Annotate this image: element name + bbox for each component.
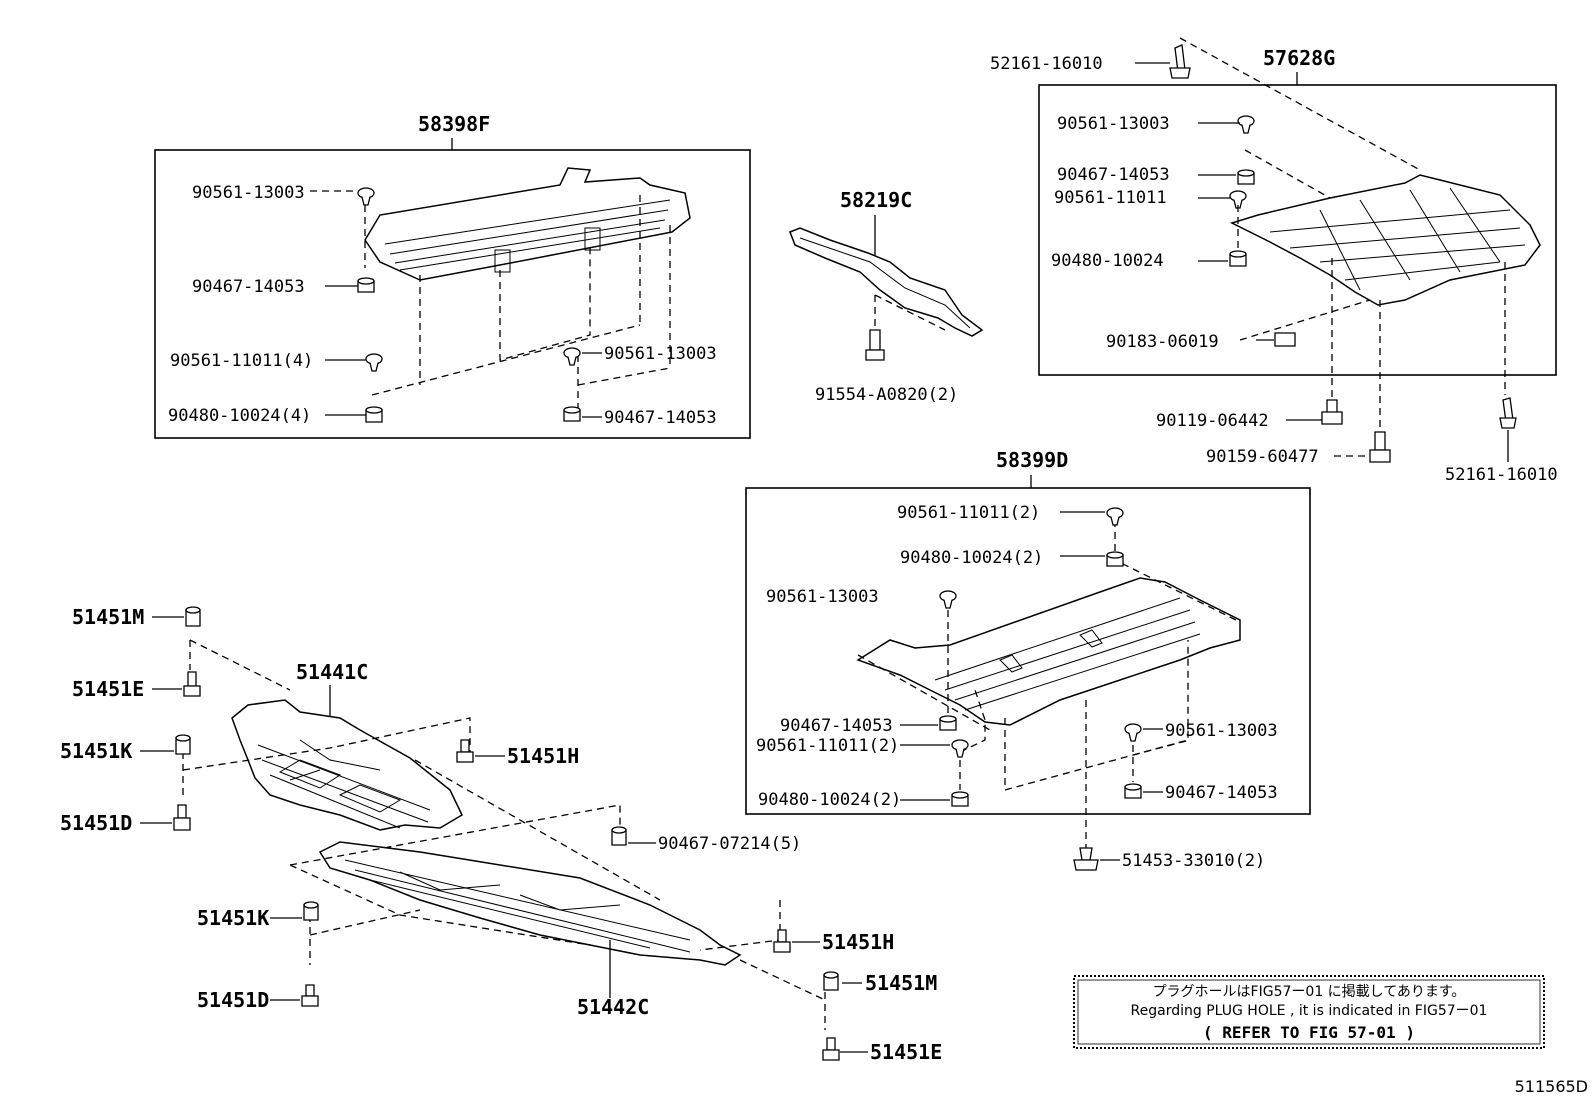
note-line-en: Regarding PLUG HOLE , it is indicated in… <box>1131 1003 1488 1019</box>
reference-note: プラグホールはFIG57ー01 に掲載してあります。 Regarding PLU… <box>1073 975 1545 1049</box>
part-label[interactable]: 90561-13003 <box>1165 721 1278 741</box>
group-label-51442C: 51442C <box>577 995 649 1019</box>
bolt-icon <box>185 606 201 627</box>
group-51442C: 51442C <box>318 841 742 1019</box>
group-51441C: 51441C <box>231 660 463 831</box>
under-cover-58399D[interactable] <box>856 577 1241 726</box>
clip-icon <box>951 739 969 758</box>
part-label[interactable]: 51451H <box>507 744 579 768</box>
bolt-icon <box>1321 399 1343 425</box>
part-label[interactable]: 90480-10024(4) <box>168 406 311 426</box>
part-label[interactable]: 90467-14053 <box>780 716 893 736</box>
part-label[interactable]: 51453-33010(2) <box>1122 851 1265 871</box>
engine-under-cover-51442C[interactable] <box>318 841 742 966</box>
bolt-icon <box>1369 431 1391 463</box>
group-58219C: 58219C 91554-A0820(2) <box>789 188 984 405</box>
note-line-jp: プラグホールはFIG57ー01 に掲載してあります。 <box>1153 984 1466 1000</box>
part-label[interactable]: 52161-16010 <box>990 54 1103 74</box>
part-label[interactable]: 90467-07214(5) <box>658 834 801 854</box>
clip-icon <box>563 347 581 366</box>
part-label[interactable]: 90561-13003 <box>766 587 879 607</box>
part-label[interactable]: 51451H <box>822 930 894 954</box>
clip-icon <box>1499 397 1517 429</box>
part-label[interactable]: 51451K <box>197 906 269 930</box>
part-label[interactable]: 90119-06442 <box>1156 411 1269 431</box>
part-label[interactable]: 90467-14053 <box>1057 165 1170 185</box>
part-label[interactable]: 91554-A0820(2) <box>815 385 958 405</box>
group-58398F: 58398F 90561-13003 90467-14053 90561-110… <box>154 112 751 439</box>
part-label[interactable]: 90467-14053 <box>604 408 717 428</box>
part-label[interactable]: 51451K <box>60 739 132 763</box>
clip-icon <box>1229 190 1247 209</box>
part-label[interactable]: 90561-11011 <box>1054 188 1167 208</box>
nut-icon <box>365 406 383 423</box>
clip-icon <box>1237 115 1255 134</box>
part-label[interactable]: 90467-14053 <box>1165 783 1278 803</box>
nut-icon <box>951 791 969 807</box>
clip-icon <box>303 901 319 921</box>
clip-icon <box>175 734 191 755</box>
clip-icon <box>365 353 383 372</box>
part-label[interactable]: 90561-11011(4) <box>170 351 313 371</box>
screw-icon <box>822 1037 840 1061</box>
part-label[interactable]: 90467-14053 <box>192 277 305 297</box>
clip-icon <box>1169 44 1191 79</box>
part-label[interactable]: 51451M <box>72 605 144 629</box>
note-box <box>1073 975 1545 1049</box>
screw-icon <box>301 984 319 1007</box>
group-box-58399D <box>745 487 1311 815</box>
part-label[interactable]: 51451E <box>72 677 144 701</box>
bolt-icon <box>611 826 627 846</box>
clip-nut-icon <box>1274 332 1296 347</box>
screw-icon <box>183 671 201 697</box>
clip-icon <box>357 187 375 206</box>
group-label-58399D: 58399D <box>996 448 1068 472</box>
part-label[interactable]: 90561-13003 <box>192 183 305 203</box>
group-58399D: 58399D 90561-11011(2) 90480-10024(2) 905… <box>745 448 1311 815</box>
part-label[interactable]: 51451E <box>870 1040 942 1064</box>
screw-icon <box>773 929 791 953</box>
screw-icon <box>173 804 191 831</box>
nut-icon <box>563 406 581 422</box>
clip-icon <box>939 590 957 609</box>
part-label[interactable]: 90480-10024 <box>1051 251 1164 271</box>
part-label[interactable]: 51451M <box>865 971 937 995</box>
part-label[interactable]: 90561-11011(2) <box>897 503 1040 523</box>
engine-under-cover-51441C[interactable] <box>231 699 463 831</box>
part-label[interactable]: 51451D <box>197 988 269 1012</box>
note-line-refer[interactable]: ( REFER TO FIG 57-01 ) <box>1203 1023 1415 1042</box>
clip-icon <box>1124 723 1142 742</box>
clip-icon <box>1106 507 1124 526</box>
part-label[interactable]: 90480-10024(2) <box>900 548 1043 568</box>
clip-icon <box>1073 847 1099 871</box>
nut-icon <box>1237 169 1255 185</box>
nut-icon <box>357 277 375 293</box>
diagram-code: 511565D <box>1515 1077 1588 1096</box>
part-label[interactable]: 90183-06019 <box>1106 332 1219 352</box>
nut-icon <box>1106 551 1124 567</box>
part-label[interactable]: 51451D <box>60 811 132 835</box>
group-label-58398F: 58398F <box>418 112 490 136</box>
group-label-57628G: 57628G <box>1263 46 1335 70</box>
nut-icon <box>1229 250 1247 267</box>
nut-icon <box>1124 783 1142 799</box>
brace-58219C[interactable] <box>789 227 984 337</box>
group-label-51441C: 51441C <box>296 660 368 684</box>
bolt-icon <box>865 329 885 361</box>
part-label[interactable]: 90561-11011(2) <box>756 736 899 756</box>
bolt-icon <box>823 971 839 991</box>
group-label-58219C: 58219C <box>840 188 912 212</box>
under-cover-58398F[interactable] <box>364 167 691 281</box>
group-57628G: 57628G 90561-13003 90467-14053 90561-110… <box>1038 37 1557 432</box>
part-label[interactable]: 90561-13003 <box>1057 114 1170 134</box>
part-label[interactable]: 90159-60477 <box>1206 447 1319 467</box>
part-label[interactable]: 90561-13003 <box>604 344 717 364</box>
part-label[interactable]: 52161-16010 <box>1445 465 1558 485</box>
nut-icon <box>939 715 957 731</box>
part-label[interactable]: 90480-10024(2) <box>758 790 901 810</box>
screw-icon <box>456 739 474 763</box>
